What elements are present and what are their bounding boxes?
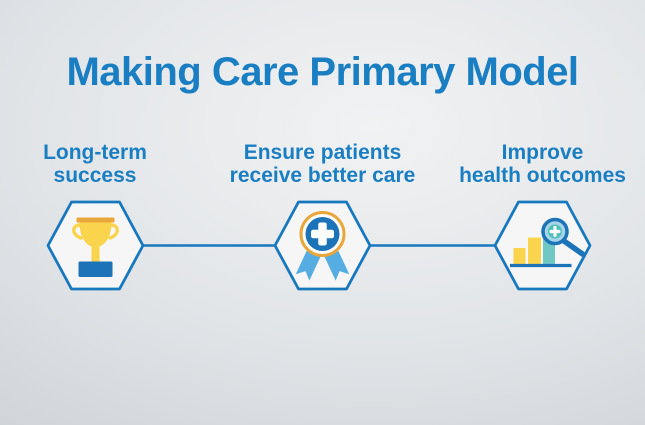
- magnifier-handle: [561, 238, 586, 257]
- medal-icon: [295, 211, 350, 281]
- trophy-icon: [72, 217, 119, 277]
- trophy-right-handle: [108, 223, 119, 240]
- hexagon-health-outcomes: [493, 200, 592, 291]
- lens-cross-icon: [549, 226, 561, 237]
- trophy-base: [78, 261, 113, 277]
- medal-cross-icon: [311, 222, 334, 246]
- chart-bar-2: [528, 237, 541, 264]
- node-label-better-care: Ensure patients receive better care: [229, 141, 416, 187]
- page-title: Making Care Primary Model: [66, 50, 579, 94]
- chart-magnifier-icon: [510, 217, 586, 268]
- trophy-cup: [79, 222, 112, 262]
- node-label-long-term-success: Long-term success: [43, 141, 147, 187]
- chart-bar-1: [513, 248, 526, 264]
- trophy-rim: [76, 217, 115, 223]
- node-label-health-outcomes: Improve health outcomes: [459, 141, 626, 187]
- trophy-left-handle: [72, 223, 83, 240]
